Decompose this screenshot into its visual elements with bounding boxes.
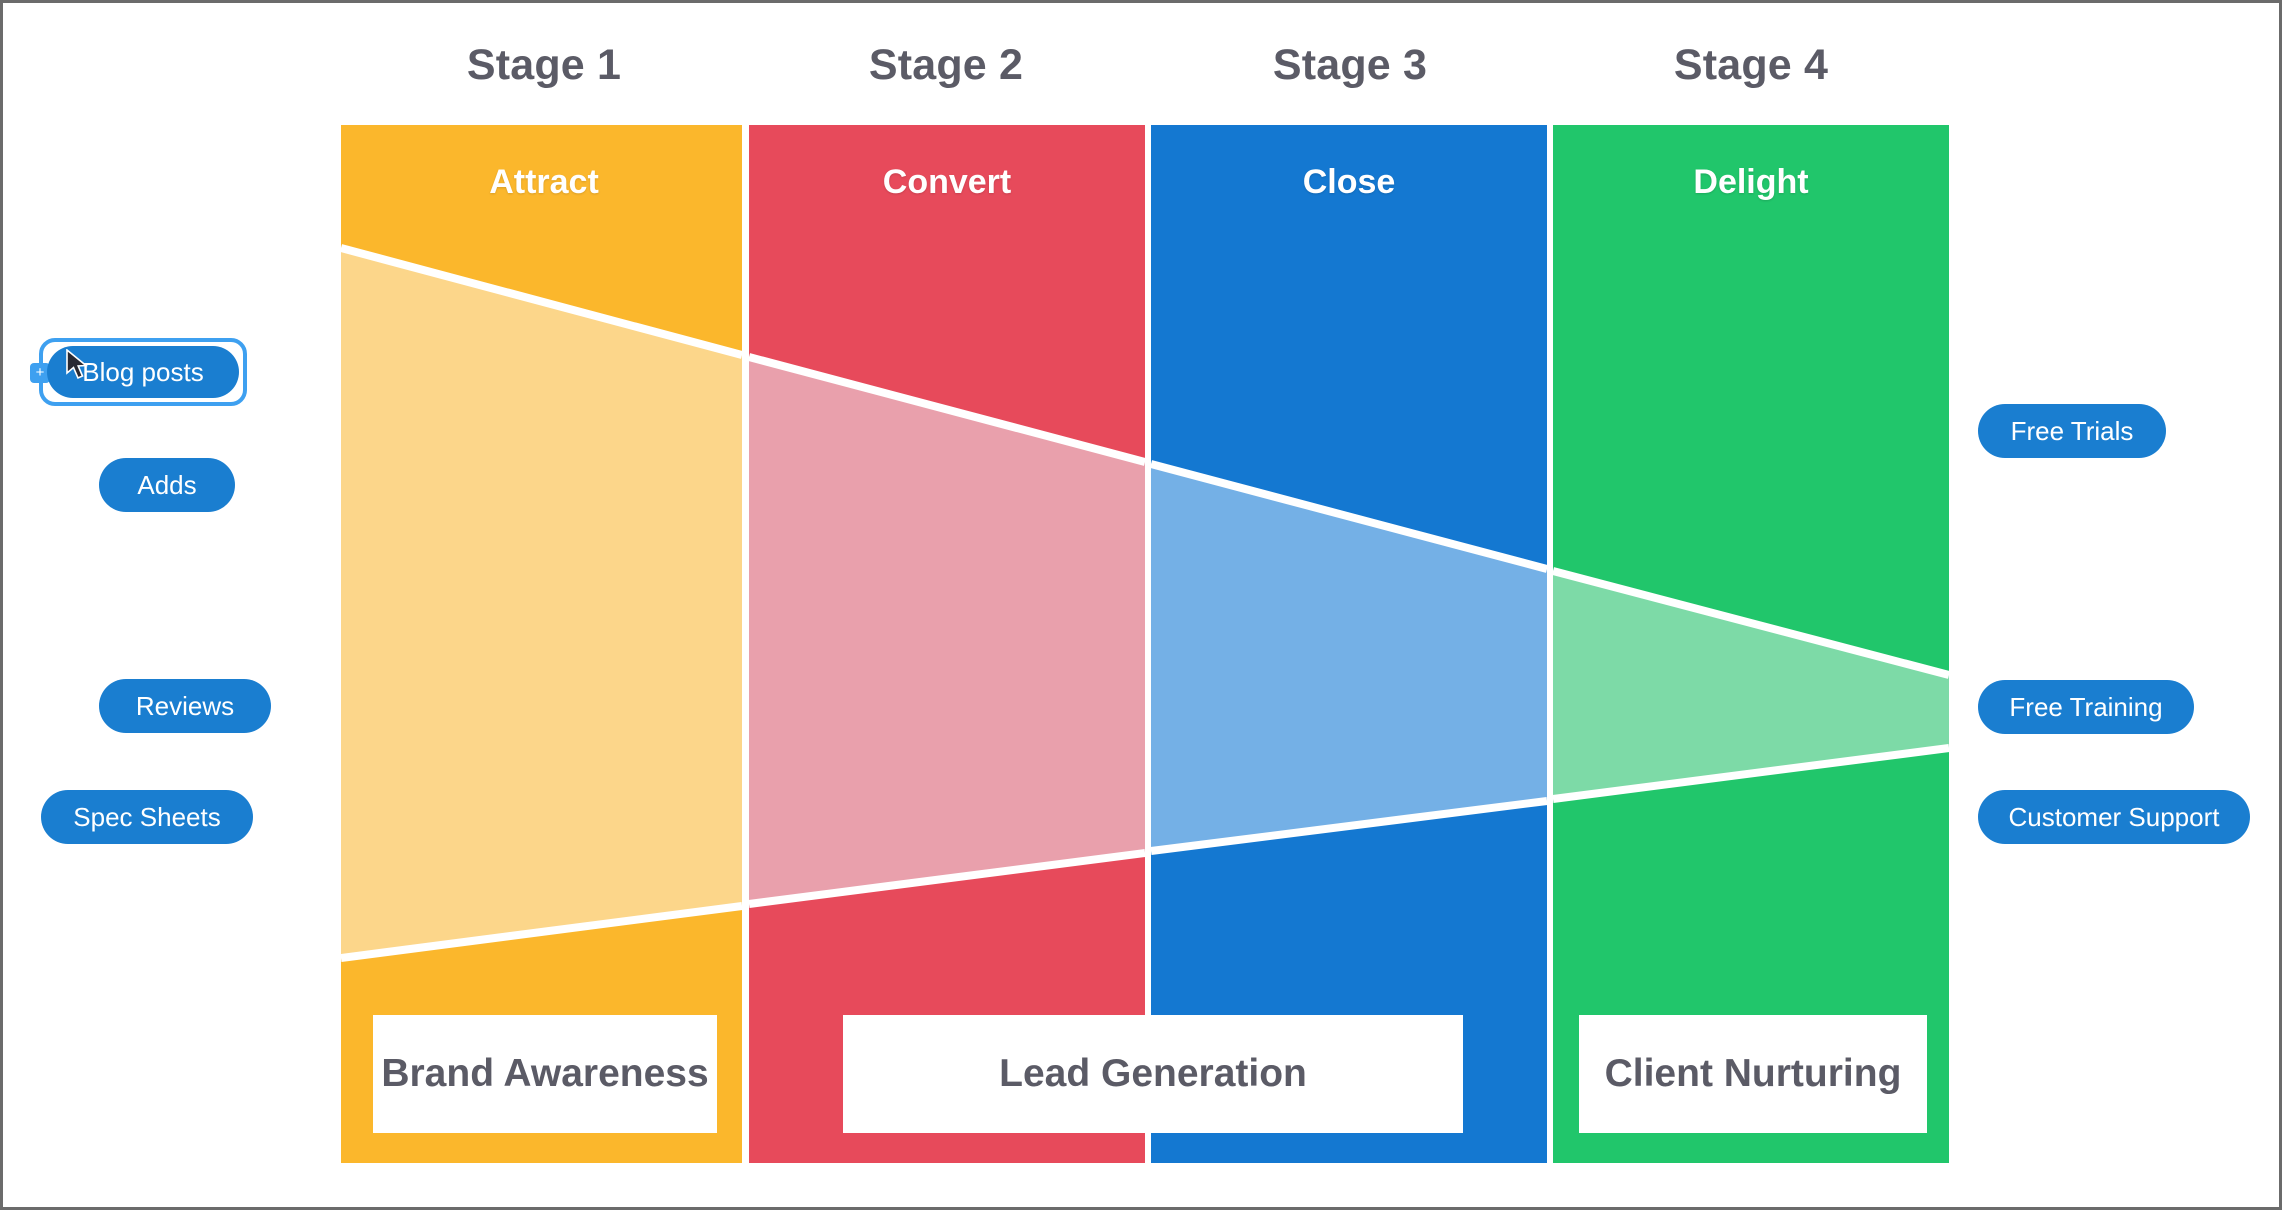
band-name-attract: Attract (489, 163, 599, 201)
attract-top-divider (341, 244, 744, 359)
stage-header-1: Stage 1 (466, 41, 622, 89)
close-top-divider (1149, 460, 1549, 573)
callout-brand-awareness: Brand Awareness (373, 1015, 717, 1133)
convert-light-band (749, 357, 1145, 904)
stage-header-4: Stage 4 (1673, 41, 1829, 89)
pill-adds[interactable]: Adds (99, 458, 235, 512)
close-bottom-divider (1150, 797, 1548, 855)
funnel-column-attract (341, 125, 744, 1163)
selection-handle-left[interactable]: + (30, 363, 50, 383)
pill-free-trials[interactable]: Free Trials (1978, 404, 2166, 458)
pill-reviews[interactable]: Reviews (99, 679, 271, 733)
delight-top-divider (1551, 567, 1951, 679)
funnel-chart (341, 125, 1951, 1163)
stage-header-3: Stage 3 (1272, 41, 1428, 89)
pill-blog-posts[interactable]: Blog posts (47, 346, 239, 398)
band-name-close: Close (1302, 163, 1396, 201)
callout-lead-generation: Lead Generation (843, 1015, 1463, 1133)
close-light-band (1151, 464, 1547, 851)
attract-bottom-divider (341, 902, 743, 962)
delight-bottom-divider (1552, 744, 1950, 803)
funnel-column-close (1149, 125, 1549, 1163)
pill-spec-sheets[interactable]: Spec Sheets (41, 790, 253, 844)
funnel-column-delight (1551, 125, 1951, 1163)
band-name-convert: Convert (882, 163, 1012, 201)
funnel-column-convert (747, 125, 1147, 1163)
pill-free-training[interactable]: Free Training (1978, 680, 2194, 734)
callout-client-nurturing: Client Nurturing (1579, 1015, 1927, 1133)
convert-bottom-divider (748, 849, 1146, 908)
pill-customer-support[interactable]: Customer Support (1978, 790, 2250, 844)
attract-light-band (341, 248, 742, 958)
convert-top-divider (747, 353, 1147, 466)
band-name-delight: Delight (1693, 163, 1809, 201)
stage-header-2: Stage 2 (868, 41, 1024, 89)
delight-light-band (1553, 571, 1949, 799)
